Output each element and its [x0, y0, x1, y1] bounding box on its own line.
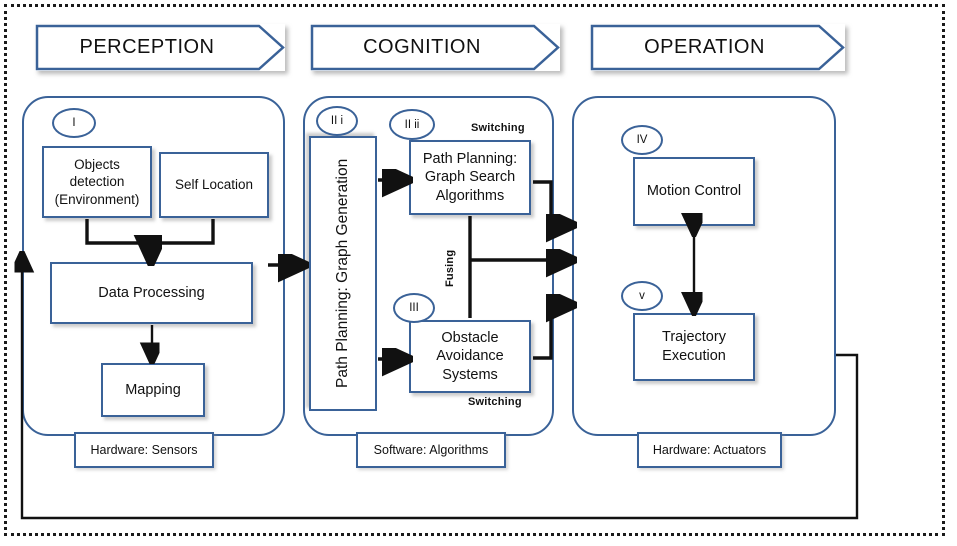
box-graph-search-label: Path Planning: Graph Search Algorithms	[422, 150, 518, 204]
bubble-cognition-II-ii-label: II ii	[404, 118, 420, 131]
tag-hardware-actuators: Hardware: Actuators	[637, 432, 782, 468]
label-switching-top: Switching	[471, 122, 525, 134]
bubble-cognition-II-i-label: II i	[330, 115, 344, 127]
label-switching-bottom-text: Switching	[468, 396, 522, 408]
bubble-operation-IV-label: IV	[636, 134, 648, 146]
tag-hardware-actuators-label: Hardware: Actuators	[652, 443, 767, 457]
box-self-location-label: Self Location	[174, 177, 254, 193]
tag-software-algorithms: Software: Algorithms	[356, 432, 506, 468]
bubble-cognition-III-label: III	[409, 302, 419, 314]
bubble-operation-V-label: v	[639, 290, 645, 302]
banner-operation-label: OPERATION	[644, 36, 765, 58]
tag-software-algorithms-label: Software: Algorithms	[373, 443, 489, 457]
box-graph-generation[interactable]: Path Planning: Graph Generation	[309, 136, 377, 411]
box-mapping-label: Mapping	[125, 381, 181, 398]
bubble-perception-I-label: I	[72, 117, 76, 129]
label-switching-bottom: Switching	[468, 396, 522, 408]
box-motion-control-label: Motion Control	[646, 183, 742, 200]
bubble-perception-I: I	[52, 108, 96, 138]
box-data-processing-label: Data Processing	[98, 284, 205, 301]
box-data-processing[interactable]: Data Processing	[50, 262, 253, 324]
outer-dotted-frame	[4, 4, 945, 536]
box-obstacle-avoidance[interactable]: Obstacle Avoidance Systems	[409, 320, 531, 393]
box-self-location[interactable]: Self Location	[159, 152, 269, 218]
box-objects-detection[interactable]: Objects detection (Environment)	[42, 146, 152, 218]
banner-perception-label: PERCEPTION	[79, 36, 215, 58]
bubble-cognition-III: III	[393, 293, 435, 323]
box-trajectory-execution[interactable]: Trajectory Execution	[633, 313, 755, 381]
label-switching-top-text: Switching	[471, 122, 525, 134]
bubble-operation-V: v	[621, 281, 663, 311]
stage-operation	[572, 96, 836, 436]
bubble-cognition-II-i: II i	[316, 106, 358, 136]
banner-operation: OPERATION	[590, 24, 845, 71]
box-graph-generation-label: Path Planning: Graph Generation	[334, 158, 352, 389]
box-motion-control[interactable]: Motion Control	[633, 157, 755, 226]
tag-hardware-sensors: Hardware: Sensors	[74, 432, 214, 468]
box-objects-detection-label: Objects detection (Environment)	[54, 157, 140, 207]
box-graph-search[interactable]: Path Planning: Graph Search Algorithms	[409, 140, 531, 215]
bubble-cognition-II-ii: II ii	[389, 109, 435, 140]
banner-cognition: COGNITION	[310, 24, 560, 71]
tag-hardware-sensors-label: Hardware: Sensors	[90, 443, 198, 457]
box-trajectory-execution-label: Trajectory Execution	[662, 329, 726, 364]
label-fusing-text: Fusing	[444, 249, 456, 287]
box-mapping[interactable]: Mapping	[101, 363, 205, 417]
bubble-operation-IV: IV	[621, 125, 663, 155]
label-fusing: Fusing	[444, 250, 456, 287]
banner-perception: PERCEPTION	[35, 24, 285, 71]
banner-cognition-label: COGNITION	[363, 36, 481, 58]
box-obstacle-avoidance-label: Obstacle Avoidance Systems	[436, 329, 504, 383]
